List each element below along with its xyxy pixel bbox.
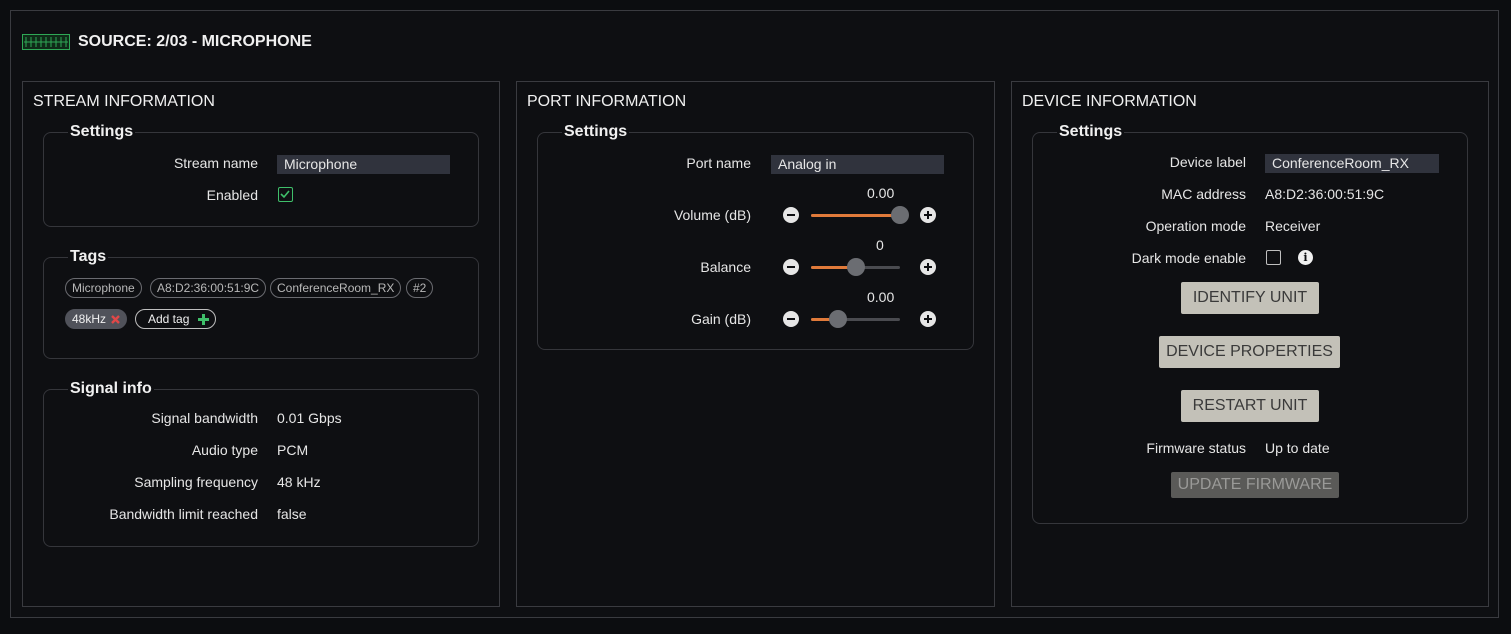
- source-stream-icon: [22, 34, 70, 50]
- gain-decrease-button[interactable]: [783, 311, 799, 327]
- audio-type-label: Audio type: [191, 442, 258, 458]
- device-information-panel: DEVICE INFORMATION Settings Device label…: [1011, 81, 1489, 607]
- port-information-panel: PORT INFORMATION Settings Port name Anal…: [516, 81, 995, 607]
- remove-tag-icon[interactable]: [110, 314, 121, 325]
- panel-title: STREAM INFORMATION: [33, 93, 215, 110]
- dark-mode-checkbox[interactable]: [1266, 250, 1281, 265]
- check-icon: [280, 190, 290, 199]
- volume-label: Volume (dB): [673, 207, 751, 223]
- sampling-frequency-value: 48 kHz: [277, 474, 321, 490]
- volume-slider-handle[interactable]: [891, 206, 909, 224]
- balance-increase-button[interactable]: [920, 259, 936, 275]
- firmware-status-label: Firmware status: [1146, 440, 1246, 456]
- group-title: Tags: [68, 248, 109, 266]
- operation-mode-label: Operation mode: [1145, 218, 1246, 234]
- tag-chip[interactable]: Microphone: [65, 278, 142, 298]
- stream-settings-group: Settings Stream name Microphone Enabled: [43, 123, 479, 227]
- balance-slider-handle[interactable]: [846, 258, 865, 276]
- dark-mode-label: Dark mode enable: [1131, 250, 1246, 266]
- stream-information-panel: STREAM INFORMATION Settings Stream name …: [22, 81, 500, 607]
- stream-name-input[interactable]: Microphone: [277, 155, 450, 174]
- restart-unit-button[interactable]: RESTART UNIT: [1181, 390, 1319, 422]
- audio-type-value: PCM: [277, 442, 309, 458]
- balance-label: Balance: [700, 259, 751, 275]
- identify-unit-button[interactable]: IDENTIFY UNIT: [1181, 282, 1319, 314]
- bandwidth-limit-value: false: [277, 506, 307, 522]
- minus-icon: [787, 214, 795, 216]
- info-icon[interactable]: i: [1298, 250, 1313, 265]
- page-title: SOURCE: 2/03 - MICROPHONE: [78, 33, 312, 50]
- tag-label: 48kHz: [72, 312, 107, 326]
- gain-slider-fill: [811, 318, 838, 321]
- volume-slider[interactable]: [811, 214, 900, 217]
- signal-bandwidth-label: Signal bandwidth: [151, 410, 258, 426]
- balance-value: 0: [876, 237, 884, 253]
- gain-slider-handle[interactable]: [828, 310, 847, 328]
- panel-title: PORT INFORMATION: [527, 93, 687, 110]
- source-header: SOURCE: 2/03 - MICROPHONE: [22, 32, 312, 52]
- balance-slider-fill: [811, 266, 856, 269]
- plus-icon: [198, 314, 210, 325]
- panel-title: DEVICE INFORMATION: [1022, 93, 1197, 110]
- add-tag-button[interactable]: Add tag: [135, 309, 217, 329]
- gain-increase-button[interactable]: [920, 311, 936, 327]
- port-name-input[interactable]: Analog in: [771, 155, 944, 174]
- group-title: Settings: [1057, 123, 1125, 141]
- device-label-label: Device label: [1169, 154, 1246, 170]
- group-title: Settings: [68, 123, 136, 141]
- enabled-checkbox[interactable]: [278, 187, 293, 202]
- tag-chip[interactable]: ConferenceRoom_RX: [270, 278, 402, 298]
- group-title: Signal info: [68, 380, 154, 398]
- minus-icon: [787, 266, 795, 268]
- selected-tag-chip[interactable]: 48kHz: [65, 309, 128, 329]
- signal-bandwidth-value: 0.01 Gbps: [277, 410, 342, 426]
- enabled-label: Enabled: [206, 187, 258, 203]
- device-settings-group: Settings Device label ConferenceRoom_RX …: [1032, 123, 1468, 524]
- group-title: Settings: [562, 123, 630, 141]
- tag-chip[interactable]: #2: [406, 278, 434, 298]
- minus-icon: [787, 318, 795, 320]
- device-properties-button[interactable]: DEVICE PROPERTIES: [1159, 336, 1340, 368]
- volume-slider-fill: [811, 214, 900, 217]
- balance-decrease-button[interactable]: [783, 259, 799, 275]
- gain-value: 0.00: [867, 289, 895, 305]
- volume-increase-button[interactable]: [920, 207, 936, 223]
- add-tag-label: Add tag: [148, 312, 190, 326]
- bandwidth-limit-label: Bandwidth limit reached: [109, 506, 258, 522]
- firmware-status-value: Up to date: [1265, 440, 1330, 456]
- volume-value: 0.00: [867, 185, 895, 201]
- gain-label: Gain (dB): [691, 311, 751, 327]
- stream-name-label: Stream name: [173, 155, 258, 171]
- update-firmware-button[interactable]: UPDATE FIRMWARE: [1171, 472, 1339, 498]
- device-label-input[interactable]: ConferenceRoom_RX: [1265, 154, 1439, 173]
- tags-group: Tags Microphone A8:D2:36:00:51:9C Confer…: [43, 248, 479, 359]
- tag-chip[interactable]: A8:D2:36:00:51:9C: [150, 278, 267, 298]
- sampling-frequency-label: Sampling frequency: [134, 474, 258, 490]
- gain-slider[interactable]: [811, 318, 900, 321]
- port-settings-group: Settings Port name Analog in 0.00 Volume…: [537, 123, 974, 350]
- operation-mode-value: Receiver: [1265, 218, 1321, 234]
- port-name-label: Port name: [686, 155, 751, 171]
- mac-address-label: MAC address: [1161, 186, 1246, 202]
- volume-decrease-button[interactable]: [783, 207, 799, 223]
- signal-info-group: Signal info Signal bandwidth 0.01 Gbps A…: [43, 380, 479, 547]
- mac-address-value: A8:D2:36:00:51:9C: [1265, 186, 1385, 202]
